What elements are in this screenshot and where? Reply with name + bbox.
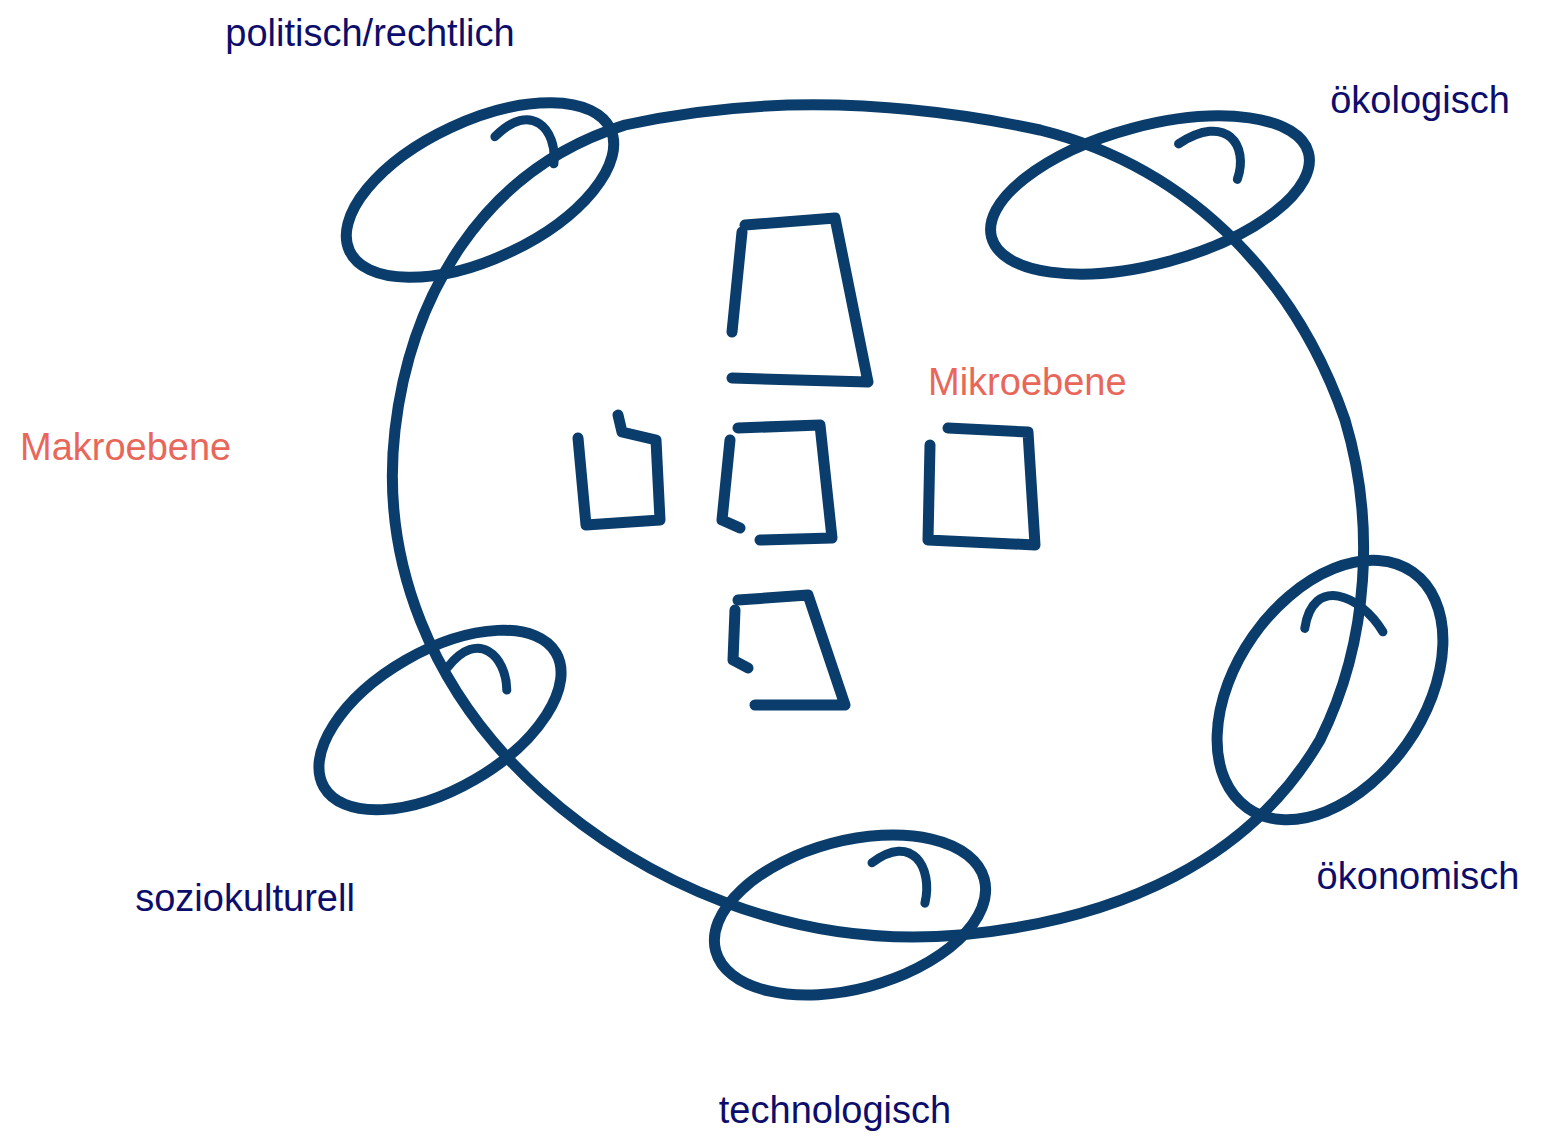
loop-outline xyxy=(281,585,598,855)
factor-label: ökologisch xyxy=(1330,79,1510,122)
loop-outline xyxy=(312,59,647,322)
factor-loop: politisch/rechtlich xyxy=(330,115,630,265)
factor-loop: soziokulturell xyxy=(300,645,580,795)
level-label: Makroebene xyxy=(20,426,231,469)
micro-unit xyxy=(928,428,1035,545)
level-label: Mikroebene xyxy=(928,361,1127,404)
macro-circle xyxy=(392,105,1363,937)
loop-outline xyxy=(966,79,1333,312)
factor-label: soziokulturell xyxy=(135,877,355,920)
loop-outline xyxy=(689,800,1011,1030)
micro-unit xyxy=(738,595,845,705)
loop-outline xyxy=(1162,510,1498,870)
micro-unit xyxy=(732,218,868,382)
micro-unit xyxy=(733,610,748,668)
micro-unit xyxy=(578,415,660,525)
micro-unit xyxy=(722,440,740,528)
factor-label: politisch/rechtlich xyxy=(225,12,514,55)
factor-loop: technologisch xyxy=(705,835,995,995)
micro-unit xyxy=(738,425,832,540)
micro-unit xyxy=(732,232,742,332)
factor-label: technologisch xyxy=(719,1089,951,1132)
factor-loop: ökologisch xyxy=(980,120,1320,270)
factor-label: ökonomisch xyxy=(1317,855,1520,898)
factor-loop: ökonomisch xyxy=(1180,590,1480,790)
